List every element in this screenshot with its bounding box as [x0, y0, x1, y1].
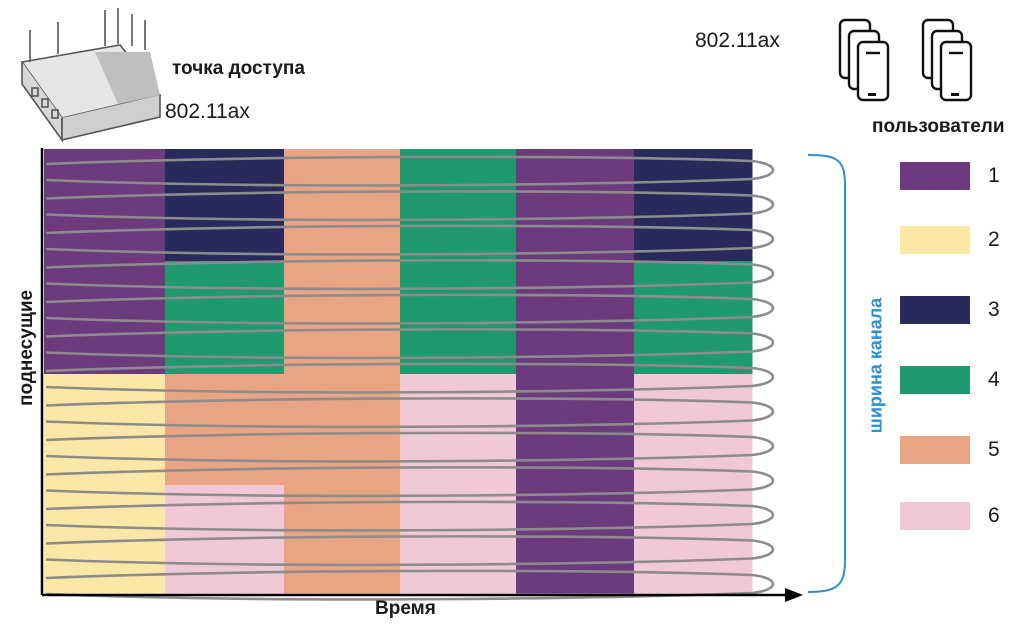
subcarrier-curves: [45, 155, 775, 601]
resource-unit-user-2: [44, 374, 166, 486]
resource-unit-user-1: [516, 149, 635, 262]
subcarrier-curve: [45, 569, 775, 601]
subcarrier-curve: [45, 466, 775, 498]
channel-width-label: ширина канала: [865, 297, 886, 434]
legend-swatch: [900, 296, 970, 324]
legend-swatch: [900, 162, 970, 190]
subcarrier-curve: [45, 431, 775, 463]
resource-unit-user-5: [284, 149, 401, 262]
subcarrier-curve: [45, 155, 775, 187]
subcarrier-curve: [45, 328, 775, 360]
router-icon: [20, 8, 162, 143]
resource-unit-user-4: [400, 261, 517, 375]
legend-item-3: 3: [900, 296, 1020, 326]
legend-swatch: [900, 226, 970, 254]
legend-item-2: 2: [900, 226, 1020, 256]
subcarrier-curve: [45, 259, 775, 291]
subcarrier-curve: [45, 397, 775, 429]
subcarrier-curve: [45, 190, 775, 222]
resource-unit-user-3: [634, 149, 753, 262]
subcarrier-curve: [45, 500, 775, 532]
subcarrier-curve: [45, 535, 775, 567]
subcarrier-curve: [45, 293, 775, 325]
resource-unit-user-1: [44, 149, 166, 262]
access-point-label: точка доступа: [172, 58, 305, 79]
legend-item-1: 1: [900, 162, 1020, 192]
access-point-standard: 802.11ax: [165, 100, 250, 123]
users-standard: 802.11ax: [695, 29, 780, 52]
legend-swatch: [900, 366, 970, 394]
y-axis-label: поднесущие: [16, 289, 37, 406]
legend-item-4: 4: [900, 366, 1020, 396]
channel-width-bracket: [807, 154, 846, 593]
users-label: пользователи: [872, 116, 1005, 137]
resource-unit-user-3: [165, 149, 285, 262]
x-axis-label: Время: [375, 598, 436, 619]
resource-unit-user-4: [400, 149, 517, 262]
subcarrier-curve: [45, 362, 775, 394]
resource-unit-user-5: [284, 261, 401, 375]
legend-label: 1: [988, 164, 1000, 187]
legend-label: 6: [988, 504, 1000, 527]
subcarrier-curve: [45, 224, 775, 256]
legend-swatch: [900, 502, 970, 530]
legend-label: 2: [988, 228, 1000, 251]
legend-item-5: 5: [900, 436, 1020, 466]
legend-label: 4: [988, 368, 1000, 391]
legend-item-6: 6: [900, 502, 1020, 532]
legend-label: 5: [988, 438, 1000, 461]
smartphones-icon: [838, 18, 973, 102]
x-axis-arrow: [785, 588, 803, 602]
legend-label: 3: [988, 298, 1000, 321]
legend-swatch: [900, 436, 970, 464]
resource-unit-user-6: [634, 374, 753, 486]
